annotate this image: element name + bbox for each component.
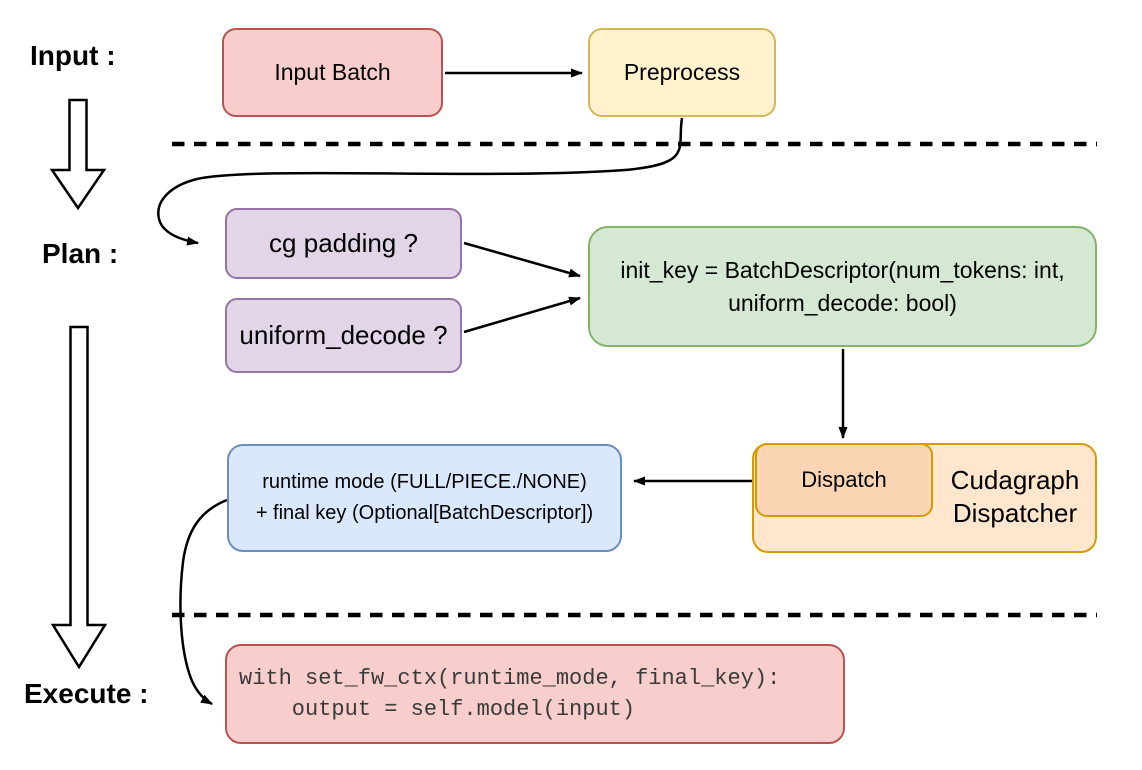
stage-label-plan: Plan : xyxy=(42,238,119,269)
node-init-key-line2: uniform_decode: bool) xyxy=(728,289,957,316)
arrow-preprocess-to-cgpadding xyxy=(157,117,684,246)
node-runtime-line2: + final key (Optional[BatchDescriptor]) xyxy=(255,502,594,524)
cudagraph-label-line2: Dispatcher xyxy=(952,498,1078,528)
arrow-cgpadding-to-initkey xyxy=(463,241,581,278)
node-uniform-decode-label: uniform_decode ? xyxy=(239,320,448,350)
stage-label-input: Input : xyxy=(30,40,116,71)
node-dispatch: Dispatch xyxy=(755,443,933,517)
arrow-runtime-to-execute xyxy=(179,498,228,706)
node-cudagraph-dispatcher-label: Cudagraph Dispatcher xyxy=(935,464,1095,530)
stage-label-execute: Execute : xyxy=(24,678,149,709)
node-runtime-result: runtime mode (FULL/PIECE./NONE) + final … xyxy=(227,444,622,552)
node-init-key-line1: init_key = BatchDescriptor(num_tokens: i… xyxy=(620,256,1065,283)
arrow-uniformdecode-to-initkey xyxy=(463,296,581,334)
node-uniform-decode: uniform_decode ? xyxy=(225,298,462,373)
execute-code-line2: output = self.model(input) xyxy=(239,697,636,722)
stage-arrow-plan-to-execute xyxy=(50,325,108,670)
execute-code-line1: with set_fw_ctx(runtime_mode, final_key)… xyxy=(239,666,781,691)
node-input-batch: Input Batch xyxy=(222,28,443,117)
node-init-key: init_key = BatchDescriptor(num_tokens: i… xyxy=(588,226,1097,347)
node-runtime-line1: runtime mode (FULL/PIECE./NONE) xyxy=(262,471,587,493)
node-cg-padding: cg padding ? xyxy=(225,208,462,279)
node-cg-padding-label: cg padding ? xyxy=(269,228,418,258)
node-dispatch-label: Dispatch xyxy=(801,467,887,492)
stage-arrow-input-to-plan xyxy=(49,98,107,211)
cudagraph-label-line1: Cudagraph xyxy=(950,465,1080,495)
node-input-batch-label: Input Batch xyxy=(274,59,391,85)
node-execute-code: with set_fw_ctx(runtime_mode, final_key)… xyxy=(225,644,845,744)
node-preprocess-label: Preprocess xyxy=(623,59,741,85)
node-preprocess: Preprocess xyxy=(588,28,776,117)
